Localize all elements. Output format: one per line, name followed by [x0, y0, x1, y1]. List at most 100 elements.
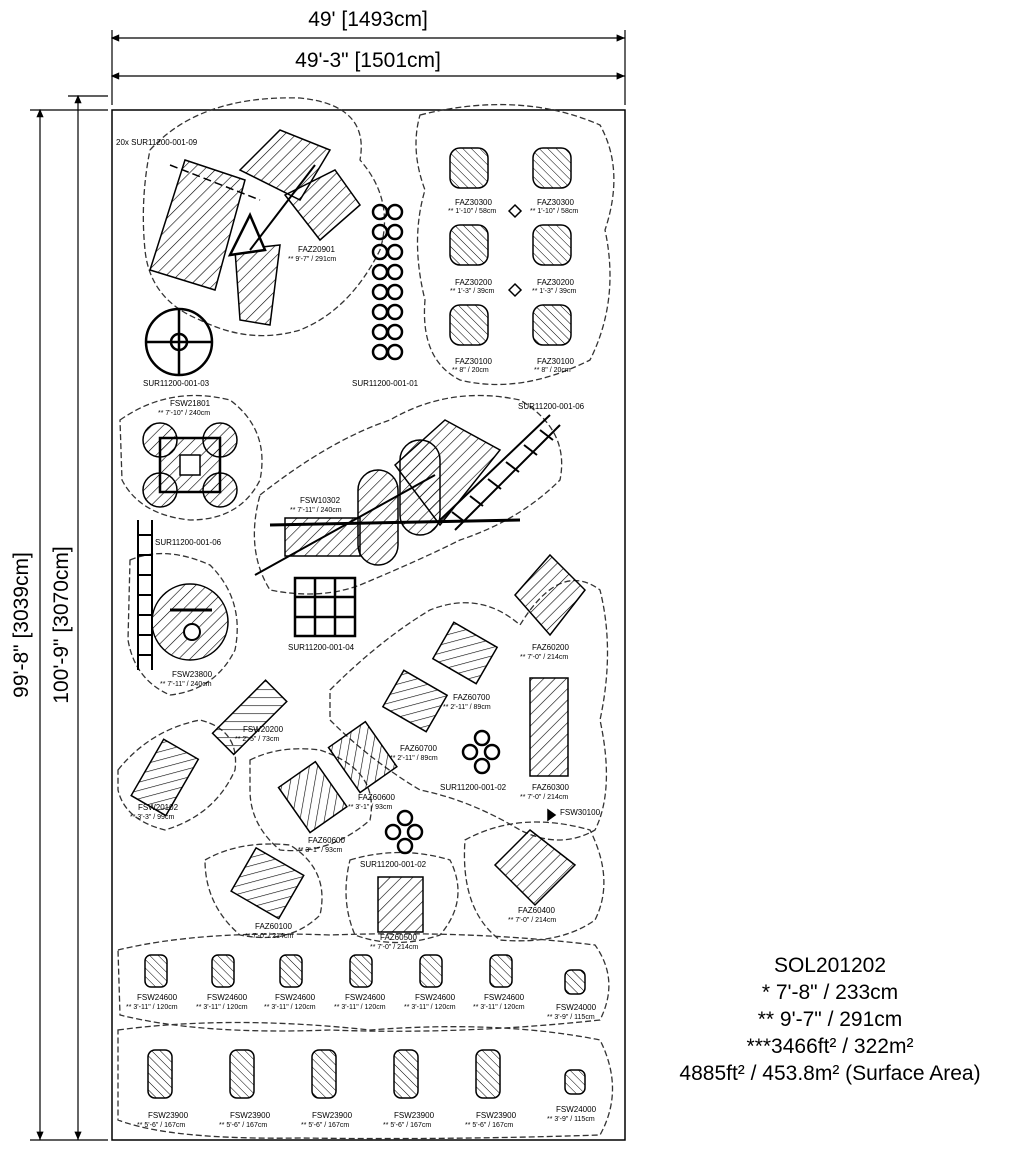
component-code: FAZ30100: [537, 357, 574, 366]
height-note-1: * 7'-8" / 233cm: [761, 981, 899, 1004]
width-outer-label: 49' [1493cm]: [308, 8, 428, 31]
stepping-rings-small: [384, 729, 501, 855]
equipment-labels: 20x SUR11200-001-09 FAZ20901 ** 9'-7" / …: [116, 138, 601, 1129]
component-code: FSW30100: [560, 808, 601, 817]
component-code: FAZ60100: [255, 922, 292, 931]
component-size: ** 7'-0" / 214cm: [520, 794, 568, 801]
play-equipment-group: [130, 553, 586, 933]
equipment-row-1: [144, 954, 586, 995]
component-size: ** 5'-6" / 167cm: [301, 1122, 349, 1129]
component-code: FAZ30200: [455, 278, 492, 287]
safety-zones: [117, 97, 615, 1140]
stepping-rings: [371, 203, 404, 361]
component-code: FAZ60500: [380, 933, 417, 942]
component-size: ** 3'-11" / 120cm: [196, 1004, 248, 1011]
climbing-structure: [137, 414, 561, 670]
model-number: SOL201202: [773, 954, 887, 977]
component-size: ** 8" / 20cm: [534, 367, 571, 374]
component-code: FAZ30100: [455, 357, 492, 366]
component-size: ** 1'-3" / 39cm: [450, 288, 494, 295]
component-code: FSW24600: [484, 993, 525, 1002]
surface-area-note: 4885ft² / 453.8m² (Surface Area): [679, 1062, 981, 1085]
swing-circle: [151, 583, 229, 661]
component-code: SUR11200-001-03: [143, 379, 210, 388]
component-size: ** 2'-11" / 89cm: [443, 704, 491, 711]
component-code: FAZ60300: [532, 783, 569, 792]
component-code: FSW23900: [394, 1111, 435, 1120]
component-code: FSW20102: [138, 803, 179, 812]
airplane-play-structure: [149, 129, 362, 326]
component-code: FAZ60600: [308, 836, 345, 845]
component-size: ** 3'-9" / 115cm: [547, 1116, 595, 1123]
component-code: FSW24600: [415, 993, 456, 1002]
component-code: FAZ60700: [400, 744, 437, 753]
component-code: FSW23900: [312, 1111, 353, 1120]
component-code: FSW23900: [476, 1111, 517, 1120]
component-code: FAZ30300: [455, 198, 492, 207]
component-size: ** 3'-11" / 120cm: [473, 1004, 525, 1011]
component-code: FSW24600: [275, 993, 316, 1002]
area-summary: SOL201202 * 7'-8" / 233cm ** 9'-7" / 291…: [640, 952, 1020, 1087]
sensory-grid-panel: [293, 576, 357, 638]
component-code: FSW10302: [300, 496, 341, 505]
component-code: SUR11200-001-02: [440, 783, 507, 792]
component-code: FAZ30300: [537, 198, 574, 207]
component-code: FAZ60600: [358, 793, 395, 802]
component-size: ** 1'-10" / 58cm: [530, 208, 578, 215]
dimension-lines: [30, 30, 626, 1141]
component-code: FSW23900: [230, 1111, 271, 1120]
spinner-platform: [142, 422, 238, 508]
width-inner-label: 49'-3" [1501cm]: [295, 49, 441, 72]
component-size: ** 7'-10" / 240cm: [158, 410, 210, 417]
component-size: ** 3'-1" / 93cm: [298, 847, 342, 854]
component-code: SUR11200-001-06: [518, 402, 585, 411]
component-size: ** 5'-6" / 167cm: [383, 1122, 431, 1129]
component-code: FSW24000: [556, 1105, 597, 1114]
component-code: FSW20200: [243, 725, 284, 734]
component-size: ** 3'-11" / 120cm: [126, 1004, 178, 1011]
site-boundary: [111, 109, 626, 1141]
component-size: ** 7'-0" / 214cm: [245, 933, 293, 940]
component-size: ** 5'-6" / 167cm: [137, 1122, 185, 1129]
component-size: ** 3'-11" / 120cm: [404, 1004, 456, 1011]
component-size: ** 7'-0" / 214cm: [508, 917, 556, 924]
height-outer-label: 99'-8" [3039cm]: [10, 552, 33, 698]
component-size: ** 8" / 20cm: [452, 367, 489, 374]
component-size: ** 7'-0" / 214cm: [370, 944, 418, 951]
component-size: ** 7'-0" / 214cm: [520, 654, 568, 661]
component-size: ** 5'-6" / 167cm: [465, 1122, 513, 1129]
component-code: SUR11200-001-06: [155, 538, 222, 547]
component-size: ** 3'-3" / 99cm: [130, 814, 174, 821]
component-code: SUR11200-001-01: [352, 379, 419, 388]
spring-riders: [449, 147, 572, 346]
component-code: FAZ60200: [532, 643, 569, 652]
component-code: SUR11200-001-02: [360, 860, 427, 869]
component-code: FSW24000: [556, 1003, 597, 1012]
component-code: FAZ20901: [298, 245, 335, 254]
component-code: FSW24600: [207, 993, 248, 1002]
component-size: ** 1'-3" / 39cm: [532, 288, 576, 295]
component-size: ** 5'-6" / 167cm: [219, 1122, 267, 1129]
component-size: ** 3'-1" / 93cm: [348, 804, 392, 811]
component-code: FAZ60400: [518, 906, 555, 915]
component-size: ** 3'-11" / 120cm: [334, 1004, 386, 1011]
component-size: ** 3'-11" / 120cm: [264, 1004, 316, 1011]
component-size: ** 7'-11" / 240cm: [160, 681, 212, 688]
height-inner-label: 100'-9" [3070cm]: [50, 546, 73, 703]
surfacing-note-label: 20x SUR11200-001-09: [116, 138, 198, 147]
area-note: ***3466ft² / 322m²: [746, 1035, 914, 1058]
component-code: FSW21801: [170, 399, 211, 408]
component-size: ** 9'-7" / 291cm: [288, 256, 336, 263]
component-code: SUR11200-001-04: [288, 643, 355, 652]
component-code: FSW23800: [172, 670, 213, 679]
component-code: FSW24600: [137, 993, 178, 1002]
height-note-2: ** 9'-7" / 291cm: [757, 1008, 903, 1031]
equipment-row-2: [147, 1049, 586, 1099]
component-size: ** 7'-11" / 240cm: [290, 507, 342, 514]
component-code: FSW24600: [345, 993, 386, 1002]
component-size: ** 3'-9" / 115cm: [547, 1014, 595, 1021]
component-size: ** 1'-10" / 58cm: [448, 208, 496, 215]
component-code: FAZ30200: [537, 278, 574, 287]
roundabout: [144, 307, 214, 377]
